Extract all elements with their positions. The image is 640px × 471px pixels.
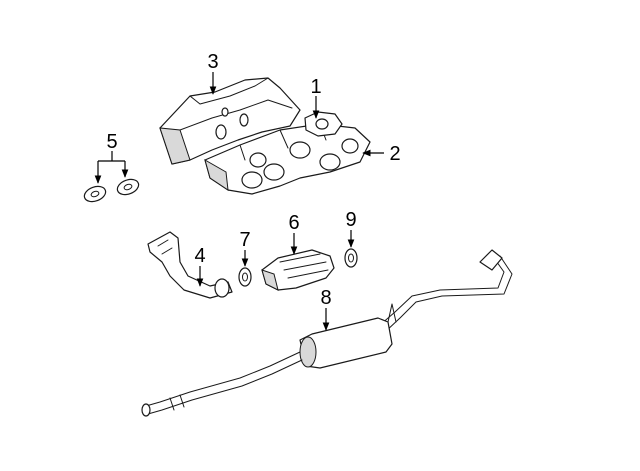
- callout-6: 6: [288, 212, 299, 234]
- gasket-pair-part[interactable]: [82, 177, 140, 205]
- callout-4: 4: [194, 245, 205, 267]
- callout-3: 3: [207, 51, 218, 73]
- front-pipe-part[interactable]: [147, 231, 233, 299]
- callout-labels: 3 1 2 5 4 7 6 9 8: [106, 51, 400, 309]
- callout-leaders: [94, 72, 384, 331]
- catalytic-converter-part[interactable]: [261, 249, 335, 291]
- exhaust-manifold-part[interactable]: [204, 123, 371, 195]
- pipe-gasket-part[interactable]: [238, 267, 252, 287]
- callout-9: 9: [345, 209, 356, 231]
- heat-shield-part[interactable]: [159, 77, 301, 165]
- callout-8: 8: [320, 287, 331, 309]
- muffler-tailpipe-part[interactable]: [141, 249, 513, 417]
- manifold-flange-part[interactable]: [304, 111, 343, 137]
- converter-gasket-part[interactable]: [344, 248, 358, 268]
- callout-1: 1: [310, 76, 321, 98]
- callout-7: 7: [239, 229, 250, 251]
- callout-2: 2: [389, 143, 400, 165]
- callout-5: 5: [106, 131, 117, 153]
